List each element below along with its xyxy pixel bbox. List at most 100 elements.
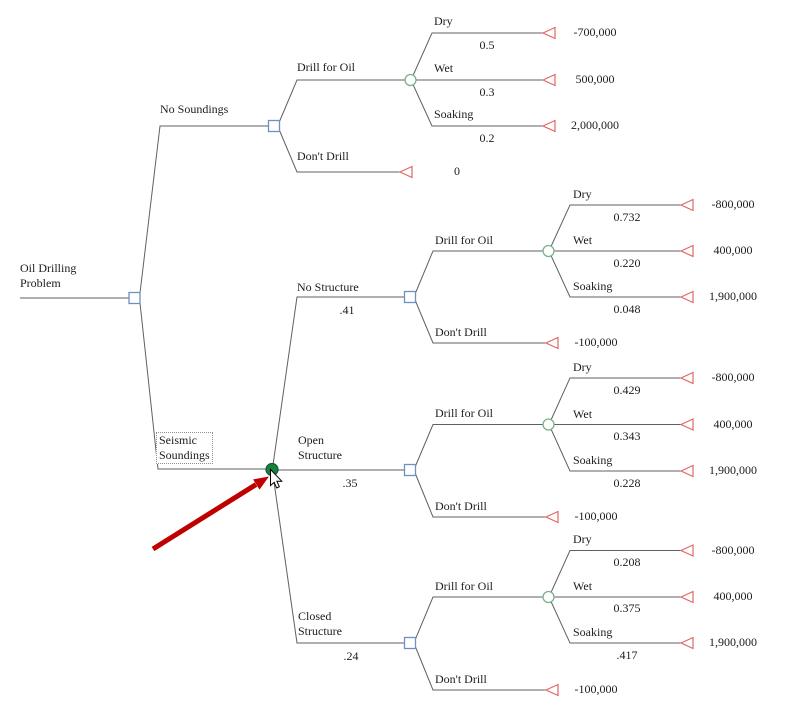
probability-label: 0.732 xyxy=(613,210,641,224)
payoff-value: 1,900,000 xyxy=(709,289,757,303)
payoff-value: 1,900,000 xyxy=(709,635,757,649)
branch-label-seismic-soundings[interactable]: Seismic Soundings xyxy=(156,432,213,464)
probability-label: 0.429 xyxy=(613,383,641,397)
branch-line xyxy=(550,255,681,298)
payoff-value: 400,000 xyxy=(713,417,753,431)
terminal-node[interactable] xyxy=(679,198,694,212)
mouse-cursor-icon xyxy=(270,468,283,489)
probability-label: 0.3 xyxy=(479,85,495,99)
terminal-node[interactable] xyxy=(679,544,694,557)
probability-label: .35 xyxy=(342,476,358,490)
payoff-value: 400,000 xyxy=(713,589,753,603)
annotation-arrow-icon xyxy=(151,476,269,552)
branch-line xyxy=(279,79,405,122)
probability-label: .24 xyxy=(343,649,359,663)
branch-label-open-structure: Open Structure xyxy=(298,433,342,462)
branch-line xyxy=(550,377,681,421)
probability-label: 0.220 xyxy=(613,256,641,270)
payoff-value: -800,000 xyxy=(711,543,755,557)
branch-line xyxy=(139,125,269,294)
branch-line xyxy=(415,250,543,294)
branch-line xyxy=(272,474,404,644)
root-label: Oil Drilling Problem xyxy=(20,261,77,290)
terminal-node[interactable] xyxy=(544,510,559,524)
branch-label-dont-drill: Don't Drill xyxy=(435,325,487,339)
chance-node[interactable] xyxy=(542,244,555,258)
branch-label-dont-drill: Don't Drill xyxy=(297,149,349,163)
payoff-value: -100,000 xyxy=(574,335,618,349)
branch-label-closed-structure: Closed Structure xyxy=(298,609,342,638)
decision-node[interactable] xyxy=(403,463,417,477)
terminal-node[interactable] xyxy=(541,26,556,40)
branch-line xyxy=(550,601,681,644)
payoff-value: -100,000 xyxy=(574,509,618,523)
branch-label-wet: Wet xyxy=(573,233,593,247)
branch-line xyxy=(415,424,543,467)
payoff-value: -800,000 xyxy=(711,197,755,211)
branch-label-soaking: Soaking xyxy=(573,279,613,293)
payoff-value: -800,000 xyxy=(711,370,755,384)
terminal-node[interactable] xyxy=(541,119,556,133)
chance-node[interactable] xyxy=(542,418,555,431)
terminal-node[interactable] xyxy=(398,165,413,179)
branch-line xyxy=(139,302,267,470)
branch-label-dry: Dry xyxy=(573,360,592,374)
probability-label: 0.208 xyxy=(613,555,641,569)
payoff-value: -700,000 xyxy=(573,25,617,39)
branch-label-drill: Drill for Oil xyxy=(435,233,493,247)
terminal-node[interactable] xyxy=(544,336,559,350)
branch-line xyxy=(279,130,400,173)
probability-label: .417 xyxy=(616,648,638,662)
branch-label-wet: Wet xyxy=(434,61,454,75)
payoff-value: 2,000,000 xyxy=(571,118,619,132)
terminal-node[interactable] xyxy=(679,590,694,604)
decision-node[interactable] xyxy=(403,636,417,650)
payoff-value: 0 xyxy=(454,164,460,178)
probability-label: 0.2 xyxy=(479,131,495,145)
branch-line xyxy=(412,84,543,127)
probability-label: 0.5 xyxy=(479,38,495,52)
chance-node[interactable] xyxy=(542,590,555,604)
branch-line xyxy=(550,428,681,472)
branch-label-drill: Drill for Oil xyxy=(435,579,493,593)
branch-label-dont-drill: Don't Drill xyxy=(435,672,487,686)
branch-label-dry: Dry xyxy=(573,187,592,201)
branch-line xyxy=(415,473,546,518)
terminal-node[interactable] xyxy=(679,636,694,650)
probability-label: 0.343 xyxy=(613,429,641,443)
payoff-value: 400,000 xyxy=(713,243,753,257)
branch-label-no-soundings: No Soundings xyxy=(160,102,229,116)
terminal-node[interactable] xyxy=(679,290,694,304)
branch-label-dont-drill: Don't Drill xyxy=(435,499,487,513)
payoff-value: 500,000 xyxy=(575,72,615,86)
terminal-node[interactable] xyxy=(679,244,694,258)
decision-node[interactable] xyxy=(267,119,281,133)
payoff-value: -100,000 xyxy=(574,682,618,696)
terminal-node[interactable] xyxy=(679,371,694,385)
payoff-value: 1,900,000 xyxy=(709,463,757,477)
terminal-node[interactable] xyxy=(679,418,694,431)
probability-label: 0.375 xyxy=(613,601,641,615)
branch-label-dry: Dry xyxy=(434,14,453,28)
decision-node[interactable] xyxy=(403,290,417,304)
terminal-node[interactable] xyxy=(541,73,556,87)
branch-label-dry: Dry xyxy=(573,532,592,546)
branch-label-wet: Wet xyxy=(573,579,593,593)
branch-line xyxy=(415,596,543,640)
branch-line xyxy=(412,32,543,76)
terminal-node[interactable] xyxy=(544,683,559,697)
branch-label-soaking: Soaking xyxy=(573,625,613,639)
branch-label-drill: Drill for Oil xyxy=(297,60,355,74)
terminal-node[interactable] xyxy=(679,464,694,478)
decision-node[interactable] xyxy=(128,291,141,305)
branch-label-wet: Wet xyxy=(573,407,593,421)
chance-node[interactable] xyxy=(404,73,417,87)
branch-line xyxy=(272,296,405,466)
probability-label: .41 xyxy=(339,303,355,317)
branch-label-soaking: Soaking xyxy=(573,453,613,467)
branch-line xyxy=(415,300,546,344)
probability-label: 0.048 xyxy=(613,302,641,316)
branch-label-soaking: Soaking xyxy=(434,107,474,121)
